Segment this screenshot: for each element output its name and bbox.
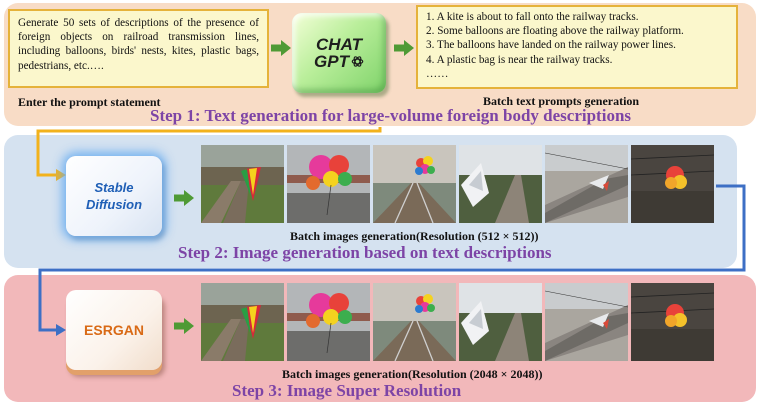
generated-image-train-kite — [545, 145, 628, 223]
step2-title: Step 2: Image generation based on text d… — [178, 243, 552, 262]
arrow-right-icon — [394, 40, 414, 56]
step3-caption: Batch images generation(Resolution (2048… — [282, 367, 543, 381]
generated-image-balloon-wires — [631, 145, 714, 223]
text-prompt-item: 4. A plastic bag is near the railway tra… — [426, 53, 613, 66]
yellow-arrowhead — [56, 169, 66, 181]
stable-diffusion-label-line1: Stable — [94, 180, 134, 195]
chatgpt-label-line1: CHAT — [316, 35, 362, 54]
esrgan-label: ESRGAN — [84, 322, 144, 338]
generated-image-balloons-tracks — [373, 145, 456, 223]
super-resolved-image-kite — [201, 283, 284, 361]
chatgpt-tile: CHAT GPT — [292, 13, 386, 93]
prompt-caption: Enter the prompt statement — [18, 95, 161, 109]
super-resolved-image-balloon-wires — [631, 283, 714, 361]
stable-diffusion-label-line2: Diffusion — [85, 197, 143, 212]
blue-connector — [38, 184, 746, 332]
step2-caption: Batch images generation(Resolution (512 … — [290, 229, 539, 243]
super-resolved-image-balloons-tracks — [373, 283, 456, 361]
blue-arrowhead — [56, 324, 66, 336]
text-prompt-item: 2. Some balloons are floating above the … — [426, 25, 684, 38]
arrow-right-icon — [271, 40, 291, 56]
text-prompt-item: 3. The balloons have landed on the railw… — [426, 39, 676, 52]
text-prompt-item: …… — [426, 67, 449, 80]
generated-image-kite — [201, 145, 284, 223]
super-resolved-image-train-kite — [545, 283, 628, 361]
prompt-textbox: Generate 50 sets of descriptions of the … — [8, 9, 269, 88]
text-prompt-item: 1. A kite is about to fall onto the rail… — [426, 11, 639, 23]
text-prompts-list: 1. A kite is about to fall onto the rail… — [416, 5, 738, 89]
arrow-right-icon — [174, 190, 194, 206]
chatgpt-label-line2: GPT — [314, 52, 349, 71]
yellow-connector — [36, 127, 382, 177]
super-resolved-image-balloons-platform — [287, 283, 370, 361]
esrgan-tile: ESRGAN — [66, 290, 162, 370]
generated-image-balloons-platform — [287, 145, 370, 223]
openai-logo-icon — [351, 56, 364, 67]
super-resolved-image-plastic-bag — [459, 283, 542, 361]
generated-image-plastic-bag — [459, 145, 542, 223]
step1-title: Step 1: Text generation for large-volume… — [150, 106, 632, 125]
stable-diffusion-tile: Stable Diffusion — [66, 156, 162, 236]
step3-title: Step 3: Image Super Resolution — [232, 381, 462, 400]
text-prompts-caption: Batch text prompts generation — [483, 94, 640, 108]
arrow-right-icon — [174, 318, 194, 334]
